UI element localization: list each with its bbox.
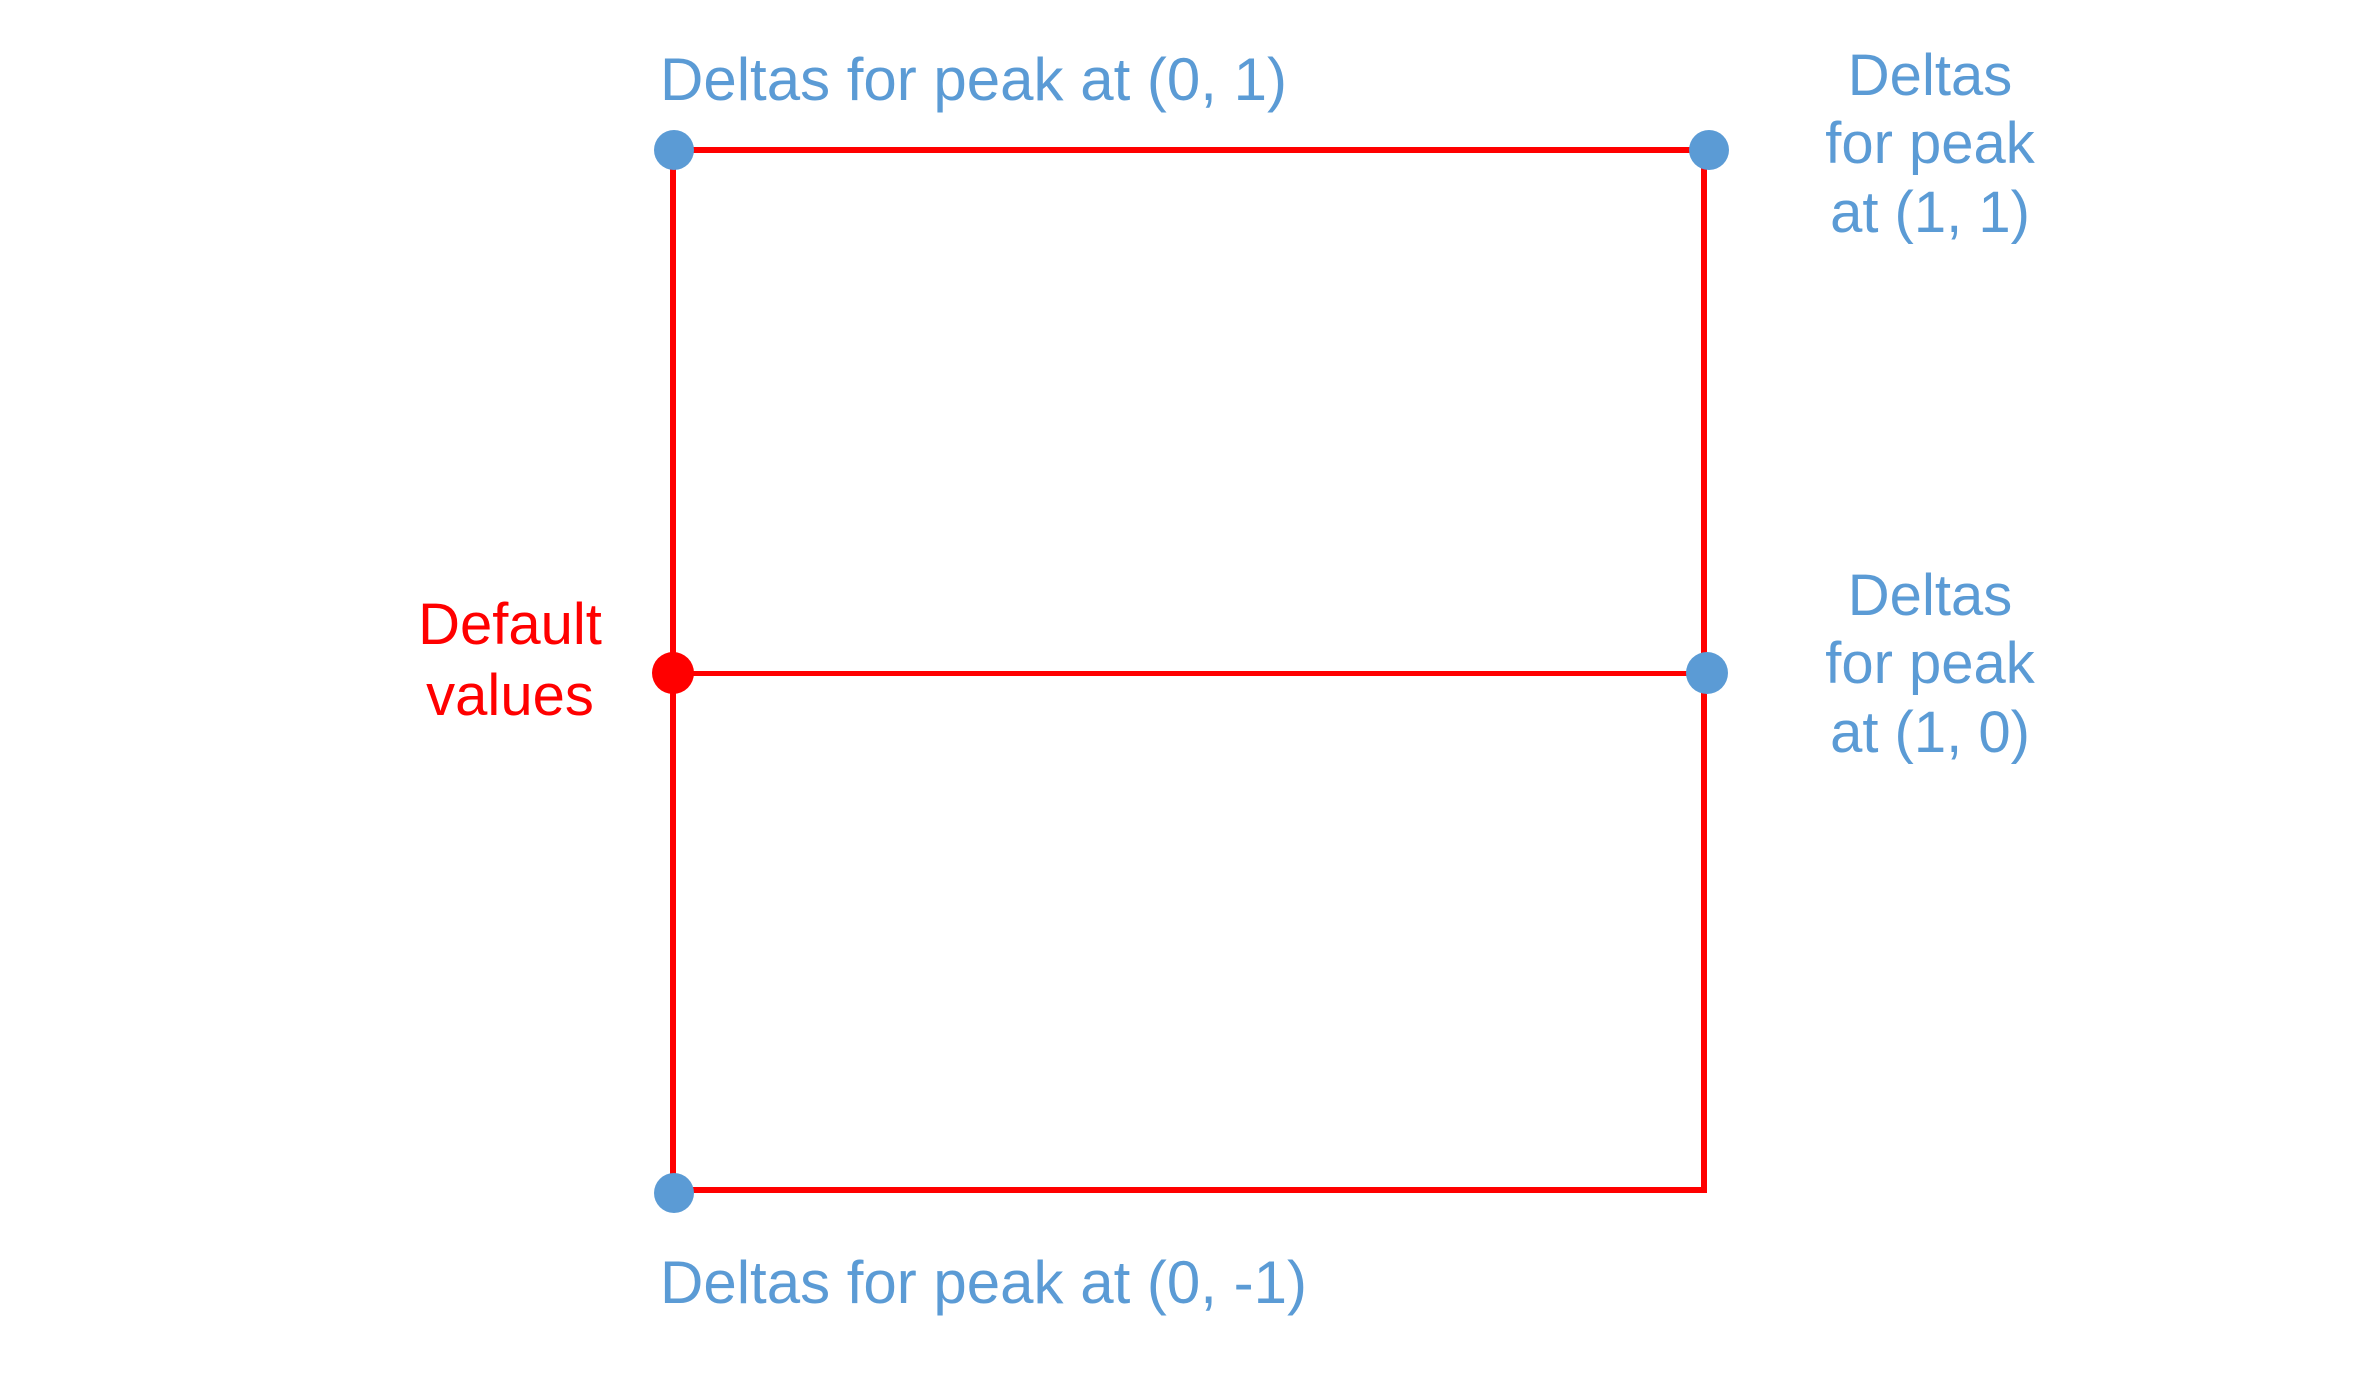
label-right-deltas-peak-1-1: Deltas for peak at (1, 1) [1825, 43, 2035, 245]
node-dot-bottom-left[interactable] [654, 1173, 694, 1213]
rectangle-outline [670, 147, 1707, 1193]
label-right-deltas-peak-1-0: Deltas for peak at (1, 0) [1825, 563, 2035, 765]
label-bottom-deltas-peak-0-neg1: Deltas for peak at (0, -1) [660, 1249, 1307, 1316]
node-dot-top-right[interactable] [1689, 130, 1729, 170]
node-dot-middle-left-default[interactable] [652, 652, 694, 694]
node-dot-middle-right[interactable] [1686, 652, 1728, 694]
node-dot-top-left[interactable] [654, 130, 694, 170]
middle-horizontal-edge [673, 671, 1707, 676]
label-top-deltas-peak-0-1: Deltas for peak at (0, 1) [660, 46, 1287, 113]
label-left-default-values: Default values [418, 592, 602, 728]
